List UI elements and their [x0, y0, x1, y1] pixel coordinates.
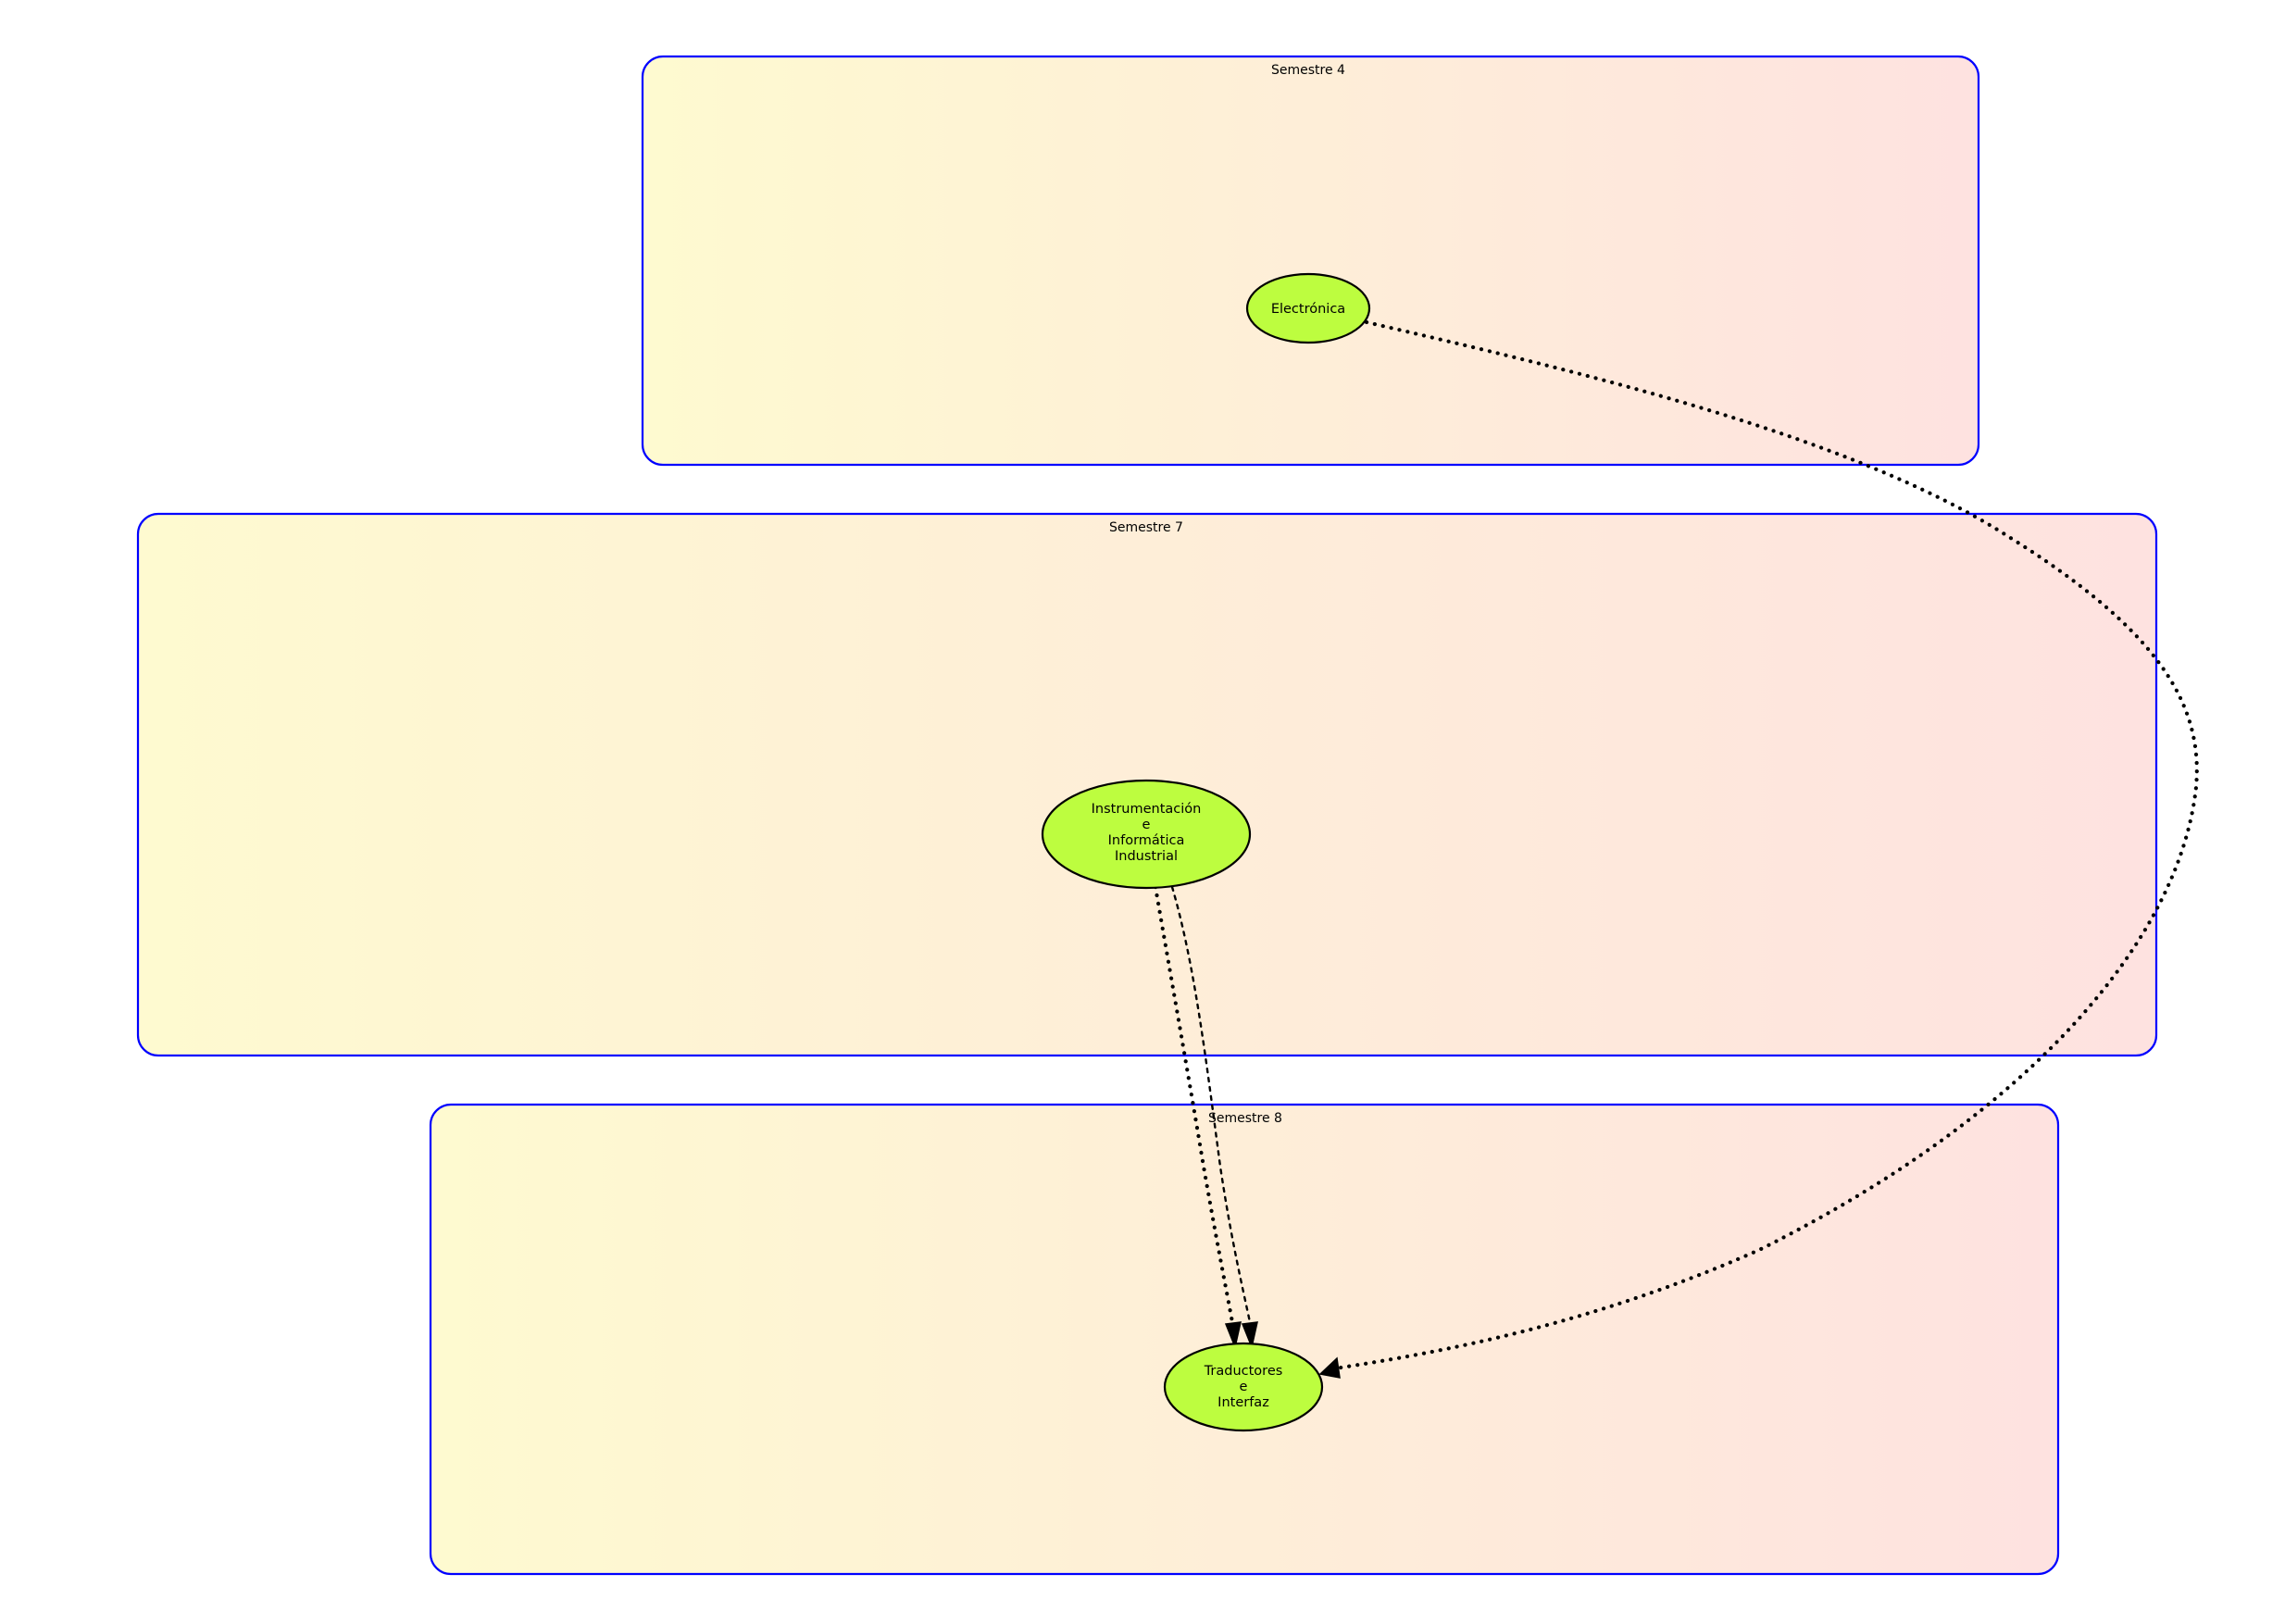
edge-electronica-to-traductores — [1332, 319, 2199, 1371]
arrowhead-instrumentacion-bold — [1224, 1321, 1242, 1350]
arrowhead-instrumentacion-thin — [1241, 1321, 1258, 1350]
cluster-semestre-8: Semestre 8 — [429, 1103, 2060, 1576]
cluster-semestre-4: Semestre 4 — [641, 55, 1980, 467]
node-traductores-label-line-1: Traductores — [1204, 1364, 1283, 1379]
edge-instrumentacion-to-traductores-bold — [1153, 884, 1235, 1325]
node-instrumentacion-label-line-4: Industrial — [1115, 849, 1178, 864]
cluster-semestre-4-box — [641, 55, 1980, 467]
arrowhead-electronica-to-traductores — [1318, 1356, 1341, 1379]
node-traductores-label-line-3: Interfaz — [1217, 1395, 1269, 1410]
node-traductores[interactable]: Traductores e Interfaz — [1163, 1342, 1324, 1432]
edges — [1153, 319, 2199, 1379]
node-instrumentacion[interactable]: Instrumentación e Informática Industrial — [1041, 779, 1252, 890]
node-electronica-label: Electrónica — [1271, 302, 1345, 317]
edge-instrumentacion-to-traductores-thin — [1170, 885, 1252, 1324]
node-instrumentacion-label-line-3: Informática — [1108, 833, 1185, 848]
cluster-semestre-4-label: Semestre 4 — [1271, 63, 1345, 78]
cluster-semestre-8-box — [429, 1103, 2060, 1576]
node-traductores-shape — [1163, 1342, 1324, 1432]
node-instrumentacion-label-line-1: Instrumentación — [1092, 802, 1202, 817]
cluster-semestre-8-label: Semestre 8 — [1208, 1111, 1282, 1126]
node-electronica[interactable]: Electrónica — [1245, 272, 1371, 344]
node-instrumentacion-label-line-2: e — [1142, 818, 1151, 832]
cluster-semestre-7-label: Semestre 7 — [1109, 520, 1183, 535]
node-traductores-label-line-2: e — [1240, 1380, 1248, 1394]
node-instrumentacion-shape — [1041, 779, 1252, 890]
node-electronica-shape — [1245, 272, 1371, 344]
